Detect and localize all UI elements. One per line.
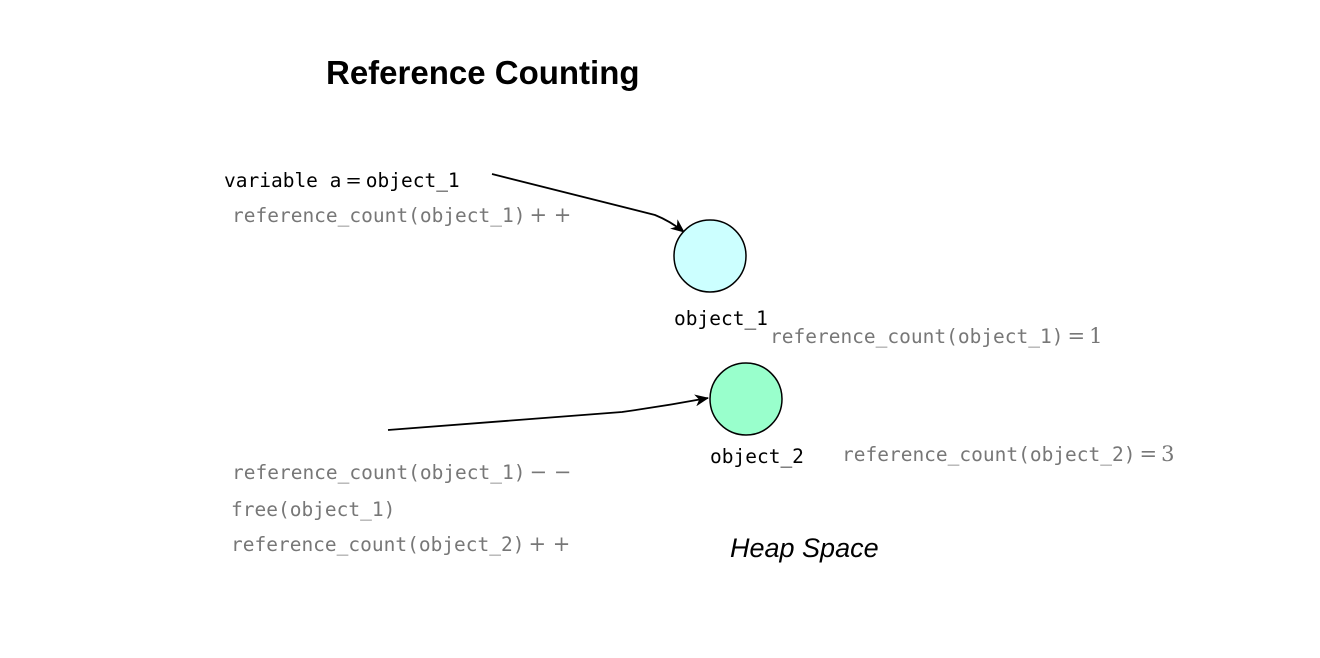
- increment-object-1-statement: reference_count(object_1)+ +: [232, 203, 571, 228]
- object-2-count-expression: reference_count(object_2): [842, 443, 1136, 466]
- decrement-object-1-statement: reference_count(object_1)− −: [232, 460, 571, 485]
- object-2-count-value: 3: [1161, 442, 1175, 466]
- increment-object-1-expression: reference_count(object_1): [232, 204, 526, 227]
- free-object-1-statement: free(object_1): [231, 498, 396, 521]
- object-1-count-expression: reference_count(object_1): [770, 325, 1064, 348]
- object-2-label: object_2: [710, 445, 804, 468]
- object-1-node: [673, 219, 747, 293]
- diagram-title: Reference Counting: [326, 54, 640, 91]
- decrement-object-1-expression: reference_count(object_1): [232, 461, 526, 484]
- object-1-count-readout: reference_count(object_1)=1: [770, 324, 1102, 349]
- arrow-variable-a-to-object-1: [491, 173, 685, 233]
- increment-object-2-statement: reference_count(object_2)+ +: [231, 532, 570, 557]
- increment-object-2-operator: + +: [528, 532, 571, 556]
- decrement-object-1-operator: − −: [529, 460, 572, 484]
- increment-object-1-operator: + +: [529, 203, 572, 227]
- object-2-count-equals: =: [1139, 442, 1158, 466]
- object-1-label: object_1: [674, 307, 768, 330]
- assign-statement: variable a=object_1: [224, 169, 460, 193]
- heap-space-label: Heap Space: [730, 533, 879, 563]
- assign-object-name: object_1: [365, 169, 460, 192]
- increment-object-2-expression: reference_count(object_2): [231, 533, 525, 556]
- object-2-node: [709, 362, 783, 436]
- object-2-count-readout: reference_count(object_2)=3: [842, 442, 1174, 467]
- object-1-count-value: 1: [1089, 324, 1103, 348]
- assign-equals-sign: =: [345, 169, 362, 192]
- object-1-count-equals: =: [1067, 324, 1086, 348]
- assign-variable-name: variable a: [224, 169, 342, 192]
- arrow-to-object-2: [387, 394, 709, 431]
